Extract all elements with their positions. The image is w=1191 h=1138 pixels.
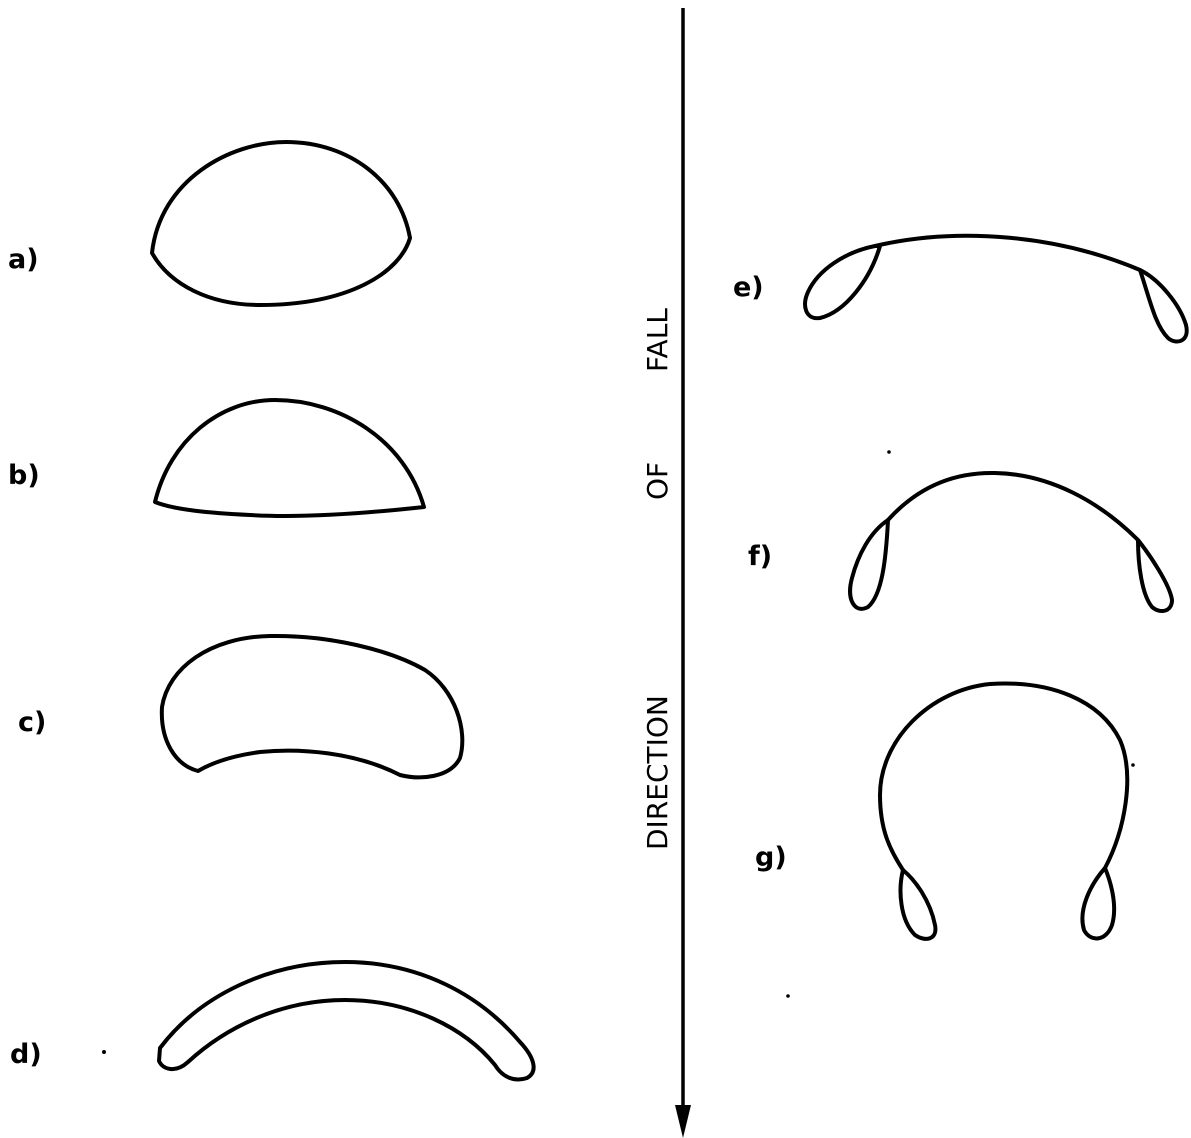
stage-c: c)	[18, 636, 462, 777]
drop-shape-g-left-lobe	[901, 870, 936, 939]
stage-b: b)	[8, 400, 424, 516]
stage-label-b: b)	[8, 460, 40, 491]
stage-label-c: c)	[18, 707, 46, 738]
stage-label-d: d)	[10, 1039, 42, 1070]
axis-word-of: OF	[641, 462, 674, 500]
axis-word-direction: DIRECTION	[641, 695, 674, 850]
axis-word-fall: FALL	[641, 308, 674, 372]
stage-label-g: g)	[755, 842, 787, 873]
axis-label: DIRECTION OF FALL	[641, 308, 674, 850]
stage-f: f)	[748, 450, 1172, 611]
stage-g: g)	[755, 683, 1135, 997]
drop-shape-f-right-lobe	[1138, 540, 1172, 611]
stage-label-e: e)	[733, 272, 764, 303]
drop-shape-e-left-lobe	[805, 246, 880, 318]
stage-d: d)	[10, 962, 534, 1079]
stage-e: e)	[733, 236, 1187, 342]
drop-shape-d	[159, 962, 534, 1079]
stage-a: a)	[8, 142, 410, 305]
drop-shape-e-right-lobe	[1140, 270, 1187, 342]
drop-shape-b	[155, 400, 424, 516]
direction-of-fall-arrow	[675, 8, 691, 1138]
arrowhead-icon	[675, 1105, 691, 1138]
drop-shape-a	[152, 142, 410, 305]
stage-label-a: a)	[8, 244, 39, 275]
drop-shape-g-right-lobe	[1082, 868, 1114, 938]
drop-shape-g	[880, 683, 1127, 870]
drop-shape-c	[162, 636, 462, 777]
stage-label-f: f)	[748, 541, 772, 572]
drop-shape-f	[888, 473, 1138, 540]
drop-shape-e	[875, 236, 1140, 270]
drop-shape-f-left-lobe	[850, 520, 888, 609]
